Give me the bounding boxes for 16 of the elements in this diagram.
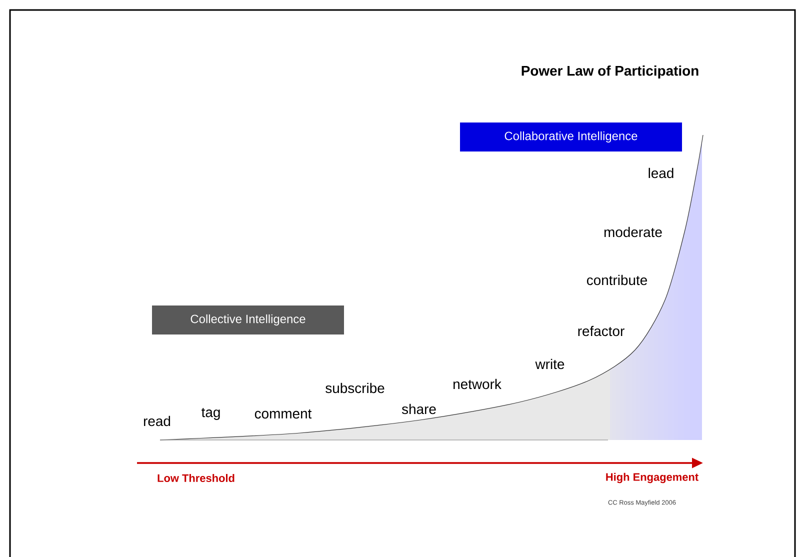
axis-label: High Engagement (606, 472, 698, 484)
word-label: lead (648, 168, 674, 178)
word-label: network (454, 378, 502, 390)
word-label: read (144, 416, 170, 426)
word-label: subscribe (326, 382, 384, 394)
label-box: Collective Intelligence (152, 306, 344, 334)
label-box: Collaborative Intelligence (460, 122, 682, 152)
word-label: share (402, 404, 436, 414)
word-label: write (535, 358, 564, 370)
word-label: comment (254, 409, 312, 419)
axis-label: Low Threshold (158, 474, 234, 482)
title: Power Law of Participation (522, 66, 698, 78)
word-label: moderate (604, 226, 662, 238)
word-label: contribute (586, 274, 647, 286)
word-label: tag (202, 408, 220, 420)
word-label: refactor (578, 326, 624, 336)
